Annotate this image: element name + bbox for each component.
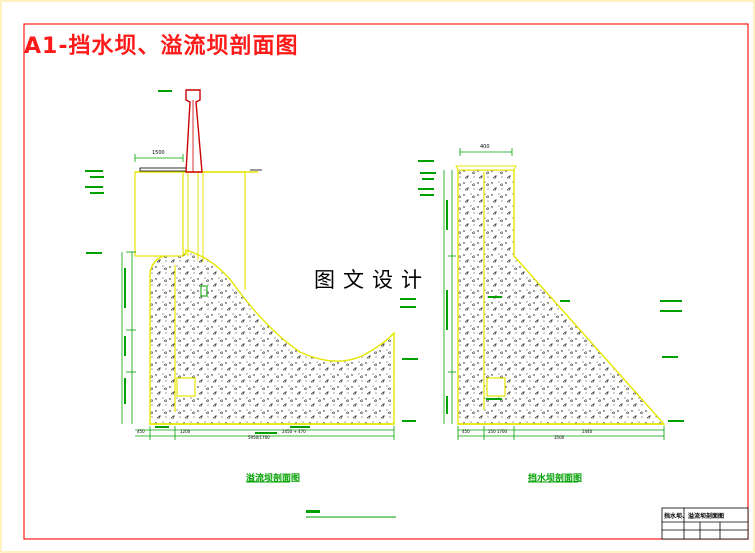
title-block [661, 507, 749, 540]
spillway-dim-bottom-mid: 1200 [180, 429, 191, 434]
spillway-caption: 溢流坝剖面图 [246, 474, 301, 484]
spillway-dim-total: 5950/1700 [248, 435, 270, 440]
retaining-dim-bottom-mid: 250 1700 [488, 429, 508, 434]
retaining-dim-total: 3500 [554, 435, 565, 440]
spillway-dim-bottom-left: 450 [137, 429, 145, 434]
spillway-gallery [176, 377, 196, 397]
retaining-dam-crest [455, 165, 517, 171]
spillway-drain-mark [200, 285, 208, 297]
frame-border [23, 23, 749, 540]
retaining-dim-bottom-right: 2440 [582, 429, 593, 434]
retaining-gallery [486, 377, 506, 397]
retaining-dam-section [418, 148, 684, 440]
watermark: 图文设计 [304, 262, 440, 296]
retaining-caption: 挡水坝剖面图 [528, 474, 583, 484]
retaining-dim-bottom-left: 450 [462, 429, 470, 434]
title-block-name-a: 挡水坝、 [664, 513, 689, 520]
scale-bar [306, 510, 320, 513]
spillway-dim-top: 1500 [152, 150, 165, 156]
spillway-section [85, 89, 418, 440]
retaining-dim-top: 400 [480, 144, 490, 150]
spillway-upstream-wall [134, 171, 184, 257]
retaining-elevation-marks [418, 160, 684, 422]
title-block-name-b: 溢流坝剖面图 [688, 513, 725, 520]
hoist-tower [185, 89, 203, 173]
retaining-dimensions [443, 148, 665, 440]
spillway-elevation-marks [85, 90, 418, 434]
spillway-dim-bottom-right: 2450 + 470 [282, 429, 306, 434]
spillway-dimensions [121, 154, 395, 440]
sheet-title: A1-挡水坝、溢流坝剖面图 [24, 34, 299, 59]
